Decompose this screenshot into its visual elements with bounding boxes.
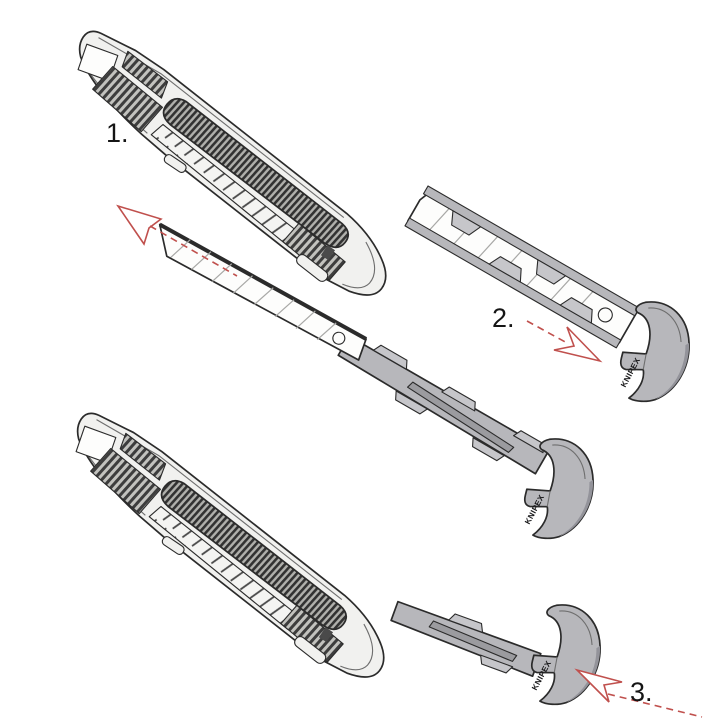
step1-label: 1. [106,118,129,148]
knife-body-step3 [41,403,414,696]
step3-label: 3. [630,677,653,707]
carrier-rail-step3 [390,600,542,678]
carrier-rail [337,335,550,475]
blade-break-lines [170,239,337,341]
blade-hole [597,307,613,323]
snap-off-blade [158,222,368,361]
step-labels: 1. 2. 3. [106,118,653,707]
magazine-top-rail [422,185,640,317]
blade-magazine [404,185,640,349]
blade-extract-arrow-icon [116,204,238,277]
step2-label: 2. [492,303,515,333]
knife-step3 [41,403,414,696]
blade-hole [332,331,346,345]
end-cap-step3: KNIPEX [522,599,612,715]
blade-carrier-assembly [158,222,550,475]
magazine-bottom-rail [404,217,622,349]
step2-arrow-icon [526,320,603,363]
step3-arrow-icon [574,668,703,718]
